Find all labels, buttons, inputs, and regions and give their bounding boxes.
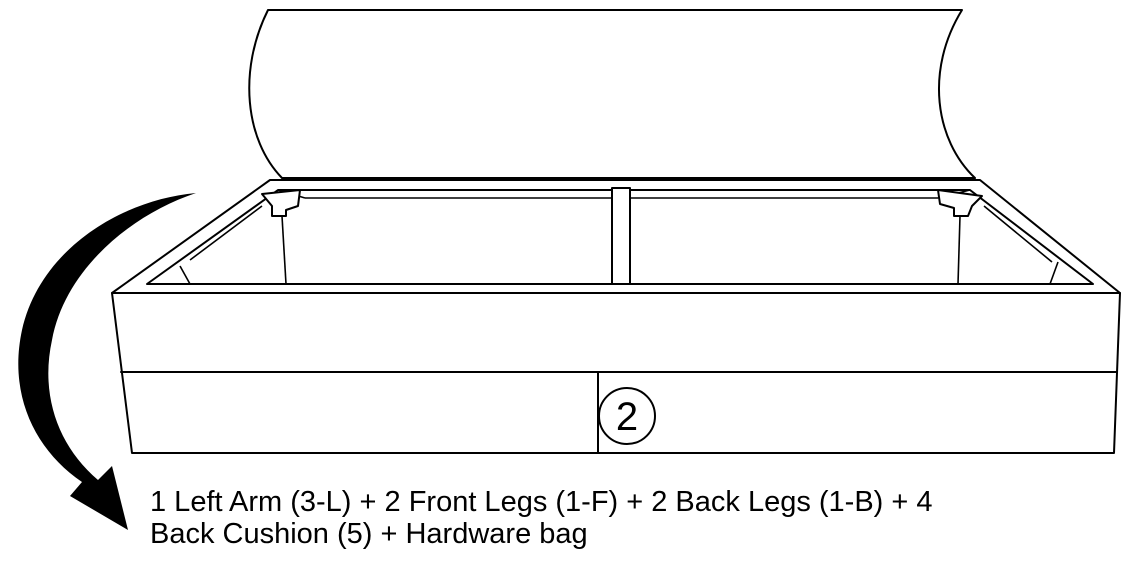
rotate-arrow-icon bbox=[18, 193, 197, 530]
parts-caption-line-1: 1 Left Arm (3-L) + 2 Front Legs (1-F) + … bbox=[150, 486, 933, 518]
step-number: 2 bbox=[616, 395, 638, 439]
open-lid bbox=[248, 9, 976, 179]
step-number-badge: 2 bbox=[598, 387, 656, 445]
parts-caption-line-2: Back Cushion (5) + Hardware bag bbox=[150, 518, 588, 550]
storage-box bbox=[111, 179, 1121, 454]
parts-caption: 1 Left Arm (3-L) + 2 Front Legs (1-F) + … bbox=[150, 486, 1110, 550]
